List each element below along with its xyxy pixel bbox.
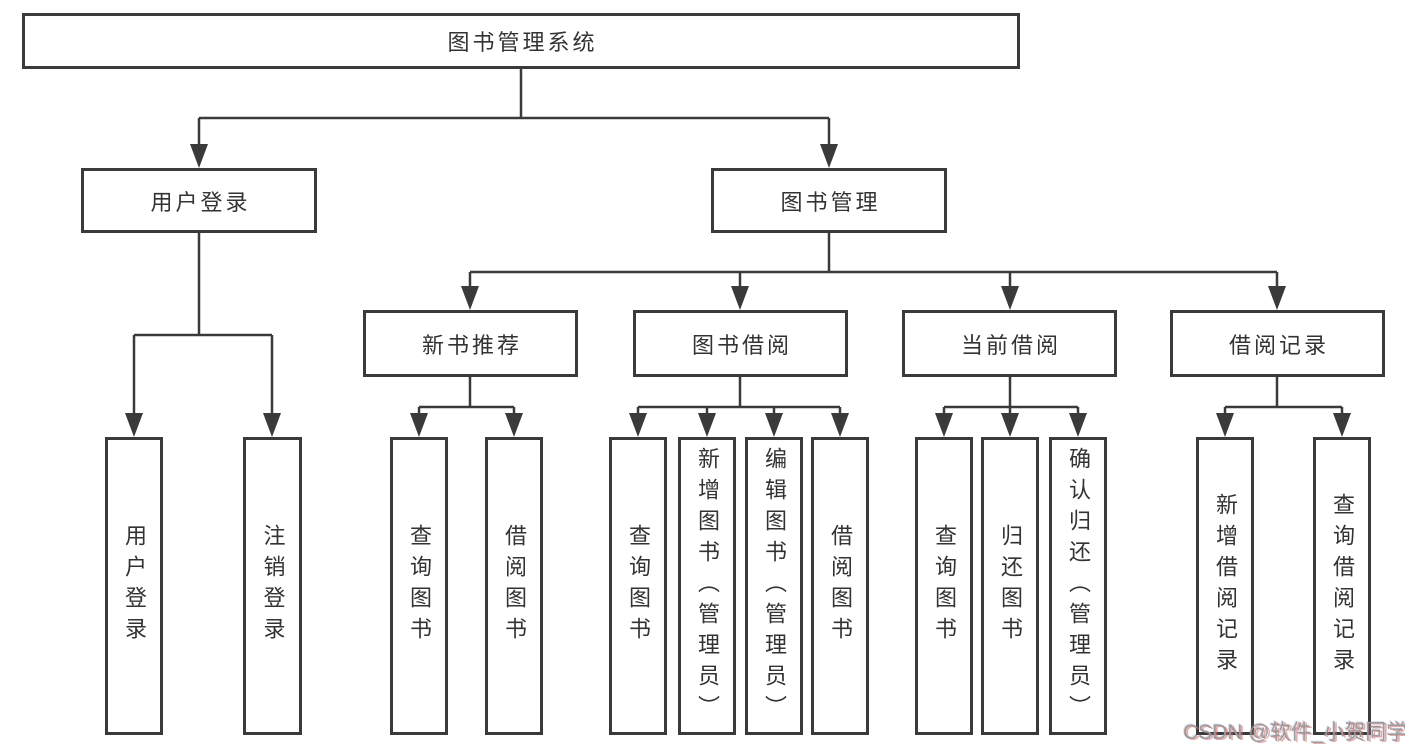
node-current-borrowing-label: 当前借阅 <box>960 332 1061 358</box>
connector-paths <box>132 69 1344 416</box>
node-user-login: 用户登录 <box>81 168 317 233</box>
arrow-to-leaf-query-2 <box>629 413 647 437</box>
leaf-user-login-label: 用户登录 <box>122 524 147 648</box>
arrow-to-leaf-add-record <box>1216 413 1234 437</box>
connector-new-book <box>417 377 516 416</box>
leaf-edit-books-admin: 编辑图书（管理员） <box>745 437 803 735</box>
node-book-management-label: 图书管理 <box>780 189 881 215</box>
leaf-logout-label: 注销登录 <box>260 524 286 648</box>
arrow-to-leaf-confirm-return <box>1069 413 1087 437</box>
leaf-query-borrow-record: 查询借阅记录 <box>1313 437 1371 735</box>
arrow-to-new-book <box>461 286 479 310</box>
arrow-to-leaf-query-1 <box>410 413 428 437</box>
leaf-query-books-current-label: 查询图书 <box>932 524 957 648</box>
node-library-system-label: 图书管理系统 <box>447 30 598 55</box>
node-borrowing-records: 借阅记录 <box>1170 310 1385 377</box>
arrow-to-borrow-records <box>1268 286 1286 310</box>
arrow-to-leaf-user-login <box>125 413 143 437</box>
arrow-to-leaf-add-book <box>698 413 716 437</box>
leaf-confirm-return-admin-label: 确认归还（管理员） <box>1066 446 1091 726</box>
leaf-logout: 注销登录 <box>243 437 302 735</box>
node-user-login-label: 用户登录 <box>150 189 251 215</box>
connector-book-management <box>468 233 1279 288</box>
node-new-book-recommendation-label: 新书推荐 <box>421 332 522 358</box>
leaf-confirm-return-admin: 确认归还（管理员） <box>1049 437 1107 735</box>
arrow-to-book-management <box>820 144 838 168</box>
leaf-add-borrow-record: 新增借阅记录 <box>1196 437 1254 735</box>
arrow-to-current-borrow <box>1001 286 1019 310</box>
leaf-query-books-borrow: 查询图书 <box>609 437 667 735</box>
arrow-to-leaf-lend-1 <box>505 413 523 437</box>
csdn-watermark: CSDN @软件_小贺同学 <box>1183 721 1405 744</box>
leaf-edit-books-admin-label: 编辑图书（管理员） <box>762 446 787 726</box>
leaf-add-books-admin-label: 新增图书（管理员） <box>695 446 720 726</box>
leaf-lend-books-newbook: 借阅图书 <box>485 437 543 735</box>
leaf-query-books-current: 查询图书 <box>915 437 973 735</box>
node-book-borrowing-label: 图书借阅 <box>691 332 792 358</box>
leaf-return-books: 归还图书 <box>981 437 1039 735</box>
leaf-query-books-newbook-label: 查询图书 <box>407 524 432 648</box>
connector-user-login <box>132 233 274 415</box>
leaf-query-books-newbook: 查询图书 <box>390 437 448 735</box>
arrow-to-leaf-logout <box>263 413 281 437</box>
leaf-lend-books-borrow: 借阅图书 <box>811 437 869 735</box>
connector-current-borrow <box>942 377 1080 416</box>
arrowheads <box>125 144 1351 437</box>
leaf-lend-books-newbook-label: 借阅图书 <box>502 524 527 648</box>
arrow-to-leaf-lend-2 <box>831 413 849 437</box>
leaf-query-books-borrow-label: 查询图书 <box>626 524 651 648</box>
connector-borrow-records <box>1223 377 1344 416</box>
connector-root <box>197 69 831 146</box>
arrow-to-leaf-query-record <box>1333 413 1351 437</box>
arrow-to-user-login <box>190 144 208 168</box>
leaf-user-login: 用户登录 <box>105 437 163 735</box>
node-current-borrowing: 当前借阅 <box>902 310 1117 377</box>
arrow-to-book-borrow <box>731 286 749 310</box>
node-library-system: 图书管理系统 <box>22 13 1020 69</box>
leaf-add-books-admin: 新增图书（管理员） <box>678 437 736 735</box>
node-book-borrowing: 图书借阅 <box>633 310 848 377</box>
connector-book-borrow <box>636 377 842 416</box>
node-book-management: 图书管理 <box>711 168 947 233</box>
node-new-book-recommendation: 新书推荐 <box>363 310 578 377</box>
arrow-to-leaf-edit-book <box>765 413 783 437</box>
arrow-to-leaf-query-3 <box>935 413 953 437</box>
leaf-query-borrow-record-label: 查询借阅记录 <box>1330 493 1355 679</box>
leaf-return-books-label: 归还图书 <box>998 524 1023 648</box>
arrow-to-leaf-return-book <box>1001 413 1019 437</box>
leaf-lend-books-borrow-label: 借阅图书 <box>828 524 853 648</box>
node-borrowing-records-label: 借阅记录 <box>1228 332 1329 358</box>
leaf-add-borrow-record-label: 新增借阅记录 <box>1213 493 1238 679</box>
